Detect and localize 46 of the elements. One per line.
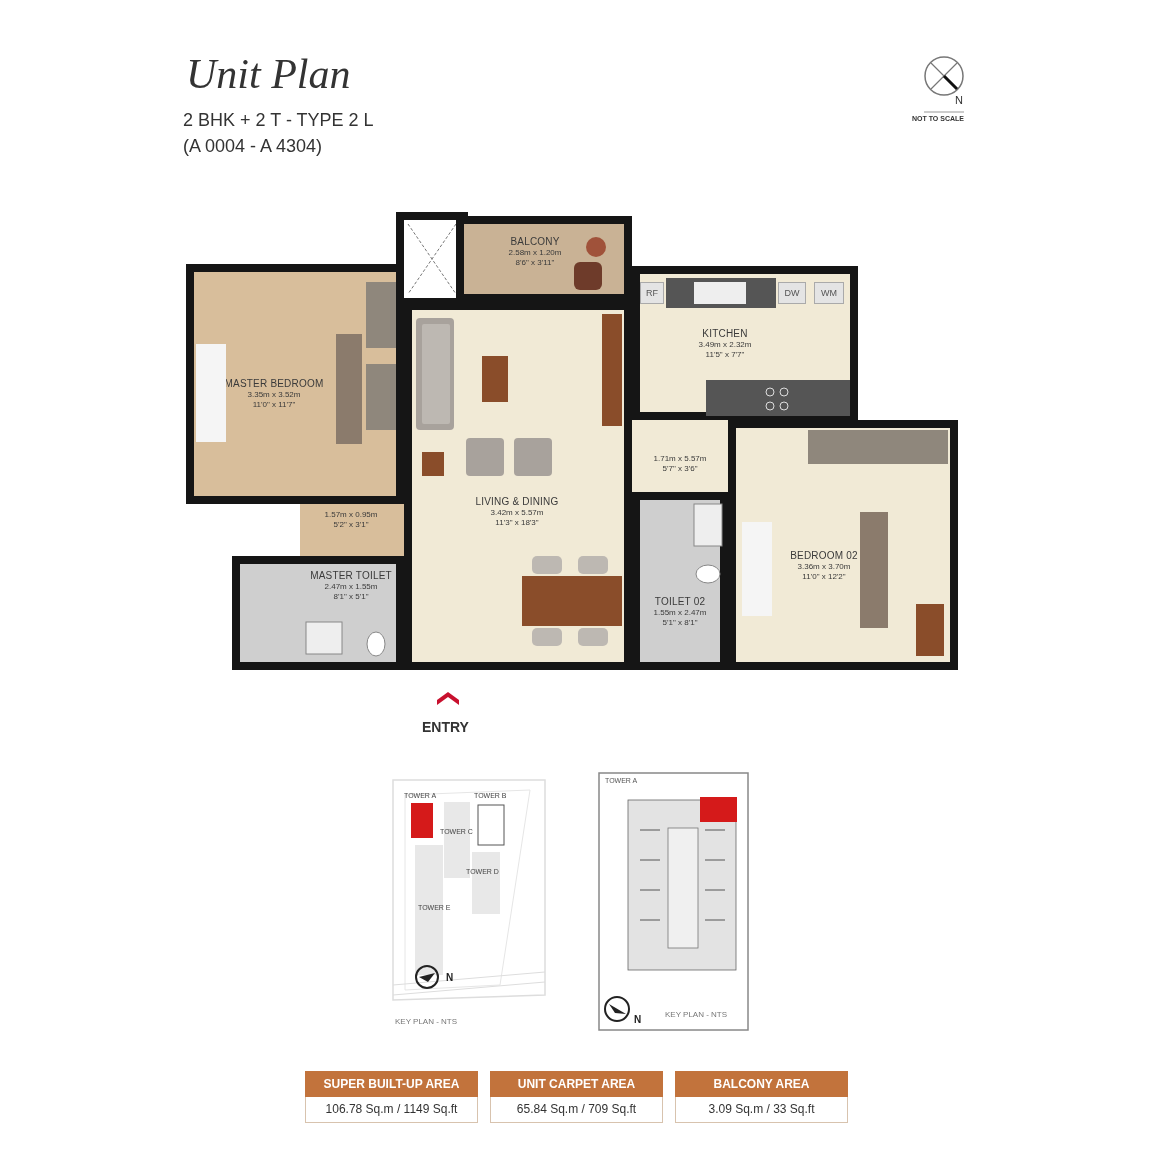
room-dimensions: 8'6" x 3'11": [514, 257, 556, 268]
plan-title: Unit Plan: [186, 50, 351, 98]
room-name: MASTER TOILET: [309, 570, 393, 582]
room-dimensions: 2.47m x 1.55m: [323, 582, 379, 592]
room-dimensions: 11'0" x 11'7": [251, 399, 297, 410]
room-name: BEDROOM 02: [789, 550, 859, 562]
room-dimensions: 2.58m x 1.20m: [507, 248, 563, 258]
room-name: LIVING & DINING: [474, 496, 560, 508]
room-dimensions: 8'1" x 5'1": [332, 591, 370, 602]
unit-type-text: 2 BHK + 2 T - TYPE 2 L: [183, 110, 374, 131]
north-label: N: [955, 94, 963, 106]
passage-area: [632, 420, 728, 492]
room-dimensions: 3.35m x 3.52m: [246, 390, 302, 400]
room-dimensions: 5'2" x 3'1": [332, 519, 370, 530]
key-plan-caption: KEY PLAN - NTS: [665, 1010, 728, 1019]
passage-area: [300, 504, 404, 556]
room-dimensions: 11'3" x 18'3": [494, 517, 540, 528]
table-header: SUPER BUILT-UP AREA: [305, 1071, 478, 1097]
room-name: BALCONY: [509, 236, 561, 248]
room-dimensions: 5'7" x 3'6": [661, 463, 699, 474]
north-label: N: [446, 972, 454, 983]
table-cell: 3.09 Sq.m / 33 Sq.ft: [675, 1097, 848, 1123]
room-name: KITCHEN: [701, 328, 749, 340]
room-dimensions: 11'5" x 7'7": [704, 349, 746, 360]
room-dimensions: 1.57m x 0.95m: [323, 510, 379, 520]
north-label: N: [634, 1014, 642, 1025]
room-dimensions: 11'0" x 12'2": [801, 571, 847, 582]
entry-label: ENTRY: [422, 719, 469, 735]
room-dimensions: 5'1" x 8'1": [661, 617, 699, 628]
table-cell: 65.84 Sq.m / 709 Sq.ft: [490, 1097, 663, 1123]
room-dimensions: 1.55m x 2.47m: [652, 608, 708, 618]
appliance-box: WM: [814, 282, 844, 304]
key-plan-caption: KEY PLAN - NTS: [395, 1017, 458, 1026]
appliance-box: RF: [640, 282, 664, 304]
room-dimensions: 3.49m x 2.32m: [697, 340, 753, 350]
table-header: BALCONY AREA: [675, 1071, 848, 1097]
room-name: TOILET 02: [653, 596, 707, 608]
room-dimensions: 1.71m x 5.57m: [652, 454, 708, 464]
table-header: UNIT CARPET AREA: [490, 1071, 663, 1097]
appliance-box: DW: [778, 282, 806, 304]
room-dimensions: 3.36m x 3.70m: [796, 562, 852, 572]
toilet-room: [232, 556, 404, 670]
table-cell: 106.78 Sq.m / 1149 Sq.ft: [305, 1097, 478, 1123]
balcony-room: [456, 216, 632, 302]
room-dimensions: 3.42m x 5.57m: [489, 508, 545, 518]
unit-numbers-text: (A 0004 - A 4304): [183, 136, 323, 157]
